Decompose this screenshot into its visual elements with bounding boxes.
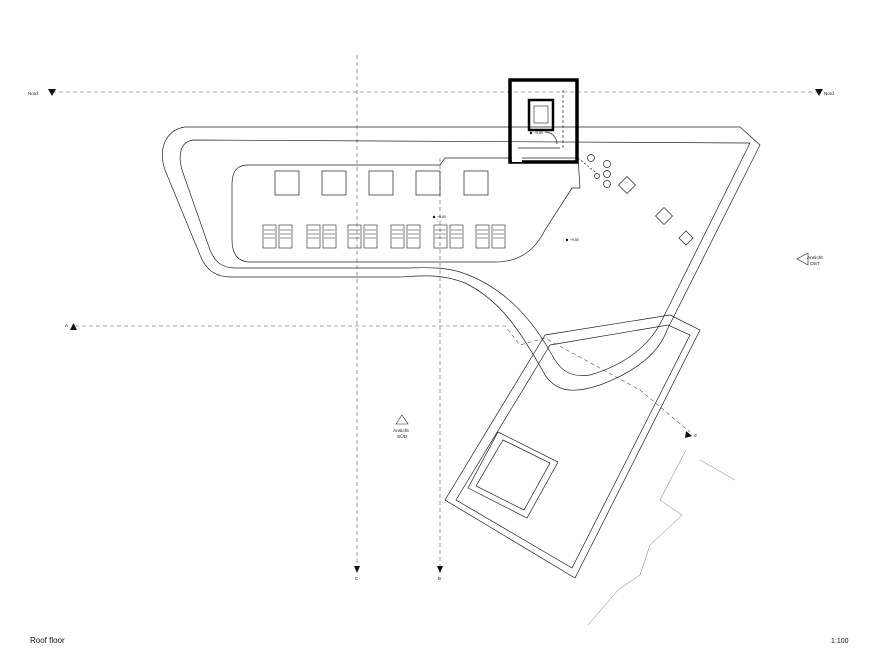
site-contour — [587, 449, 687, 626]
roof-vent — [678, 230, 694, 246]
skylight — [463, 170, 489, 196]
north-label-right: Nord — [824, 91, 834, 96]
planters — [587, 154, 611, 188]
lower-wing-outline — [444, 314, 701, 579]
view-south-line1: Ansicht — [393, 428, 409, 434]
view-east-line2: OST — [810, 261, 820, 267]
lounger-pair — [475, 224, 506, 249]
level-label: +9,80 — [570, 238, 579, 242]
planter-circle — [587, 154, 595, 162]
core-wall-outer — [508, 78, 579, 164]
section-label-d: d — [694, 433, 697, 438]
grid-lines — [52, 55, 820, 570]
north-label-left: Nord — [28, 91, 38, 96]
markers — [48, 89, 823, 573]
north-marker-left — [48, 89, 56, 96]
skylight — [415, 170, 441, 196]
view-south-line2: SÜD — [397, 433, 408, 440]
planter-circle — [603, 180, 611, 188]
lounger-pair — [347, 224, 378, 249]
roof-vents — [618, 176, 694, 246]
skylights — [274, 170, 489, 196]
planter-circle — [603, 160, 611, 168]
skylight — [321, 170, 347, 196]
terrace-rail — [577, 157, 596, 173]
roof-vent — [618, 176, 636, 194]
site-contour — [699, 459, 736, 481]
lower-wing-inner — [455, 324, 691, 569]
drawing-scale: 1:100 — [831, 638, 849, 645]
section-marker-d — [685, 431, 692, 438]
view-south-triangle — [395, 414, 409, 425]
section-marker-a — [70, 323, 77, 330]
lounger-pair — [433, 224, 464, 249]
sun-loungers — [262, 224, 506, 249]
skylight — [274, 170, 300, 196]
section-marker-b — [437, 566, 443, 573]
level-label: +9,80 — [534, 131, 543, 135]
planter-circle — [603, 170, 611, 178]
view-east-line1: Ansicht — [807, 255, 823, 261]
lounger-pair — [262, 224, 293, 249]
section-label-b: B — [438, 576, 441, 581]
planter-circle — [594, 173, 600, 179]
north-marker-right — [815, 89, 823, 96]
core-opening — [512, 150, 522, 162]
lift-shaft — [527, 98, 555, 132]
door-swing — [544, 131, 558, 145]
drawing-title: Roof floor — [30, 636, 65, 645]
lower-wing-courtyard-inner — [475, 439, 551, 511]
roof-vent — [655, 207, 673, 225]
section-label-a: A — [65, 323, 68, 328]
lower-wing-courtyard — [467, 431, 559, 519]
roof-terrace-outline — [231, 157, 581, 263]
level-marker — [565, 238, 569, 242]
stair-core — [508, 78, 579, 164]
outer-building-outline — [162, 126, 761, 391]
level-marker — [432, 215, 436, 219]
lounger-pair — [306, 224, 337, 249]
skylight — [368, 170, 394, 196]
level-marker — [529, 131, 533, 135]
section-marker-c — [354, 566, 360, 573]
lower-wing — [444, 314, 701, 579]
section-line-a — [75, 325, 691, 433]
site-contours — [587, 449, 736, 626]
section-label-c: C — [355, 576, 359, 581]
level-label: +9,80 — [437, 215, 446, 219]
view-east-triangle — [796, 252, 809, 266]
lift-cabin — [533, 105, 549, 124]
lounger-pair — [390, 224, 421, 249]
inner-building-outline — [179, 139, 751, 376]
